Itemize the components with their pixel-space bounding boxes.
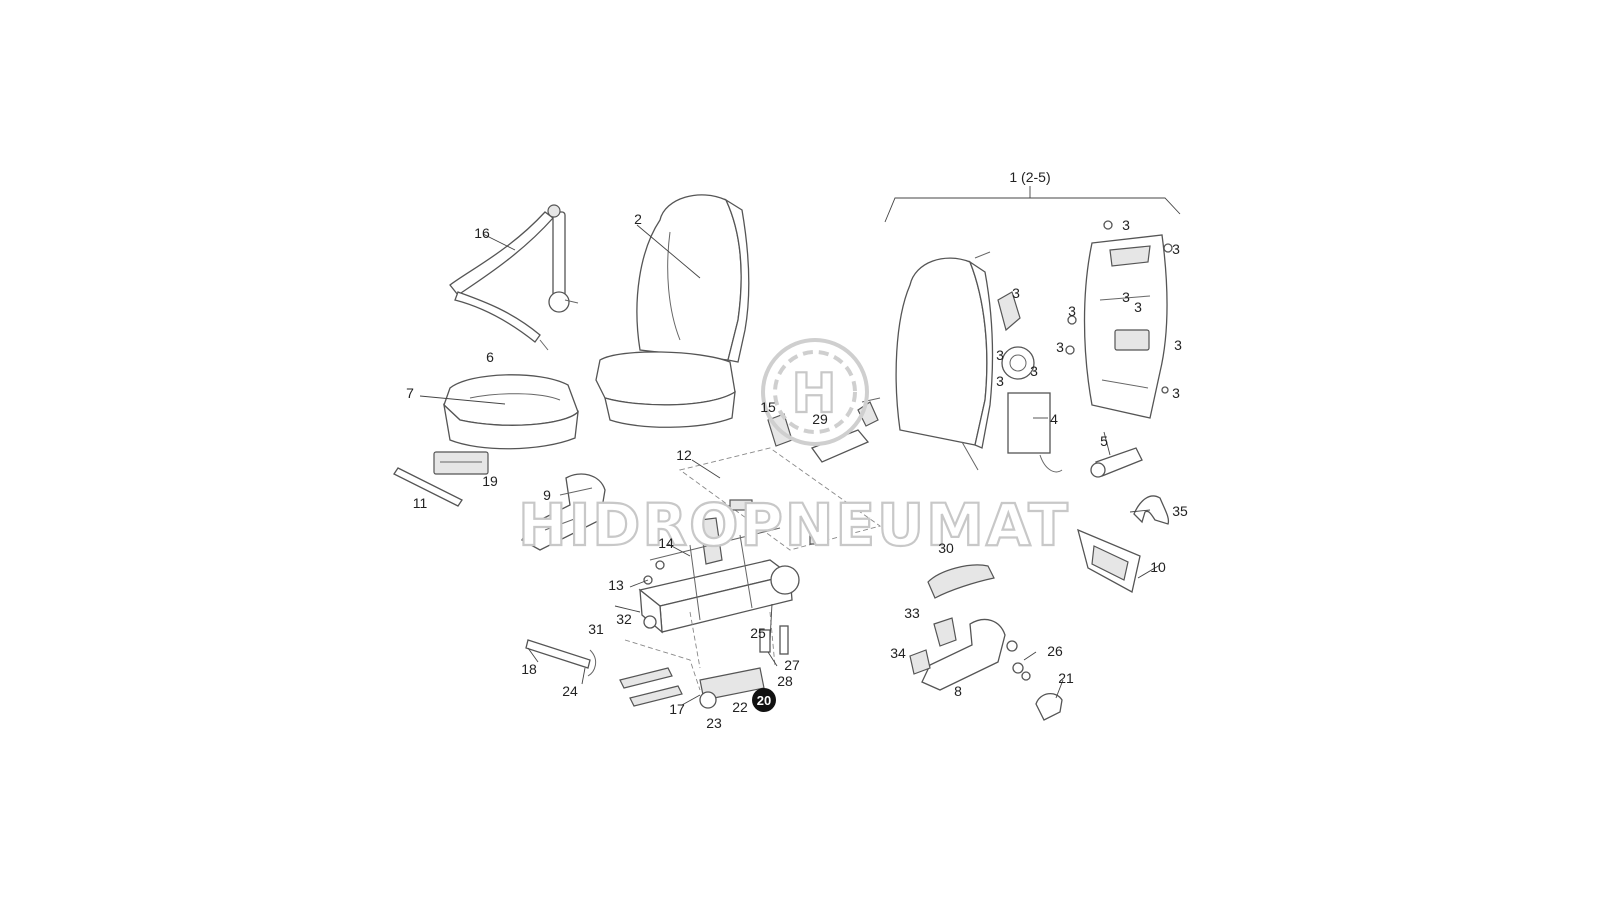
callout-10: 10 [1150, 559, 1166, 575]
leader-lines [419, 224, 1161, 706]
side-panel-9 [521, 473, 606, 551]
watermark-logo-letter: H [791, 362, 838, 425]
callout-21: 21 [1058, 670, 1074, 686]
callout-labels: 1 (2-5) 16 2 6 7 19 11 9 15 29 12 14 13 … [406, 169, 1188, 731]
callout-3: 3 [996, 347, 1004, 363]
callout-4: 4 [1050, 411, 1058, 427]
callout-5: 5 [1100, 433, 1108, 449]
seat-belt [449, 204, 579, 351]
bracket-35 [1133, 495, 1170, 525]
callout-3: 3 [1122, 289, 1130, 305]
seat-cushion [443, 374, 579, 450]
callout-3: 3 [1174, 337, 1182, 353]
callout-19: 19 [482, 473, 498, 489]
callout-20: 20 [757, 693, 771, 708]
callout-14: 14 [658, 535, 674, 551]
watermark-logo: H [761, 338, 869, 446]
callout-6: 6 [486, 349, 494, 365]
bolts-26 [1006, 640, 1031, 681]
callout-28: 28 [777, 673, 793, 689]
callout-3: 3 [1172, 385, 1180, 401]
callout-35: 35 [1172, 503, 1188, 519]
callout-12: 12 [676, 447, 692, 463]
callout-33: 33 [904, 605, 920, 621]
callout-32: 32 [616, 611, 632, 627]
callout-22: 22 [732, 699, 748, 715]
callout-20-highlight: 20 [752, 688, 776, 712]
callout-11: 11 [413, 495, 428, 511]
callout-25: 25 [750, 625, 766, 641]
callout-3: 3 [1172, 241, 1180, 257]
callout-3: 3 [1056, 339, 1064, 355]
callout-3: 3 [1068, 303, 1076, 319]
callout-8: 8 [954, 683, 962, 699]
callout-34: 34 [890, 645, 906, 661]
callout-3: 3 [1030, 363, 1038, 379]
callout-24: 24 [562, 683, 578, 699]
callout-group-1: 1 (2-5) [1009, 169, 1050, 185]
callout-3: 3 [1122, 217, 1130, 233]
callout-31: 31 [588, 621, 604, 637]
callout-17: 17 [669, 701, 685, 717]
trim-strip-11 [393, 467, 463, 507]
callout-13: 13 [608, 577, 624, 593]
callout-2: 2 [634, 211, 642, 227]
callout-27: 27 [784, 657, 800, 673]
seat-frame [638, 447, 882, 634]
control-unit-19 [433, 451, 489, 475]
bracket-21 [1035, 693, 1063, 721]
grease-tube [1090, 447, 1143, 478]
watermark-text: HIDROPNEUMAT [518, 491, 1070, 559]
motor-assembly [689, 611, 789, 709]
armrest-30 [927, 564, 995, 599]
callout-18: 18 [521, 661, 537, 677]
callout-3: 3 [1012, 285, 1020, 301]
manual-booklet [1007, 392, 1063, 473]
callout-9: 9 [543, 487, 551, 503]
callout-26: 26 [1047, 643, 1063, 659]
group-bracket [884, 186, 1181, 223]
callout-15: 15 [760, 399, 776, 415]
full-seat [595, 194, 750, 428]
callout-29: 29 [812, 411, 828, 427]
backrest [895, 251, 1035, 471]
callout-20-marker [752, 688, 776, 712]
side-cover-8 [909, 617, 1006, 691]
callout-7: 7 [406, 385, 414, 401]
callout-23: 23 [706, 715, 722, 731]
callout-30: 30 [938, 540, 954, 556]
callout-3: 3 [996, 373, 1004, 389]
callout-16: 16 [474, 225, 490, 241]
callout-3: 3 [1134, 299, 1142, 315]
side-cover-10 [1077, 528, 1141, 593]
slide-rails [525, 639, 701, 707]
backrest-shell [1065, 220, 1173, 419]
